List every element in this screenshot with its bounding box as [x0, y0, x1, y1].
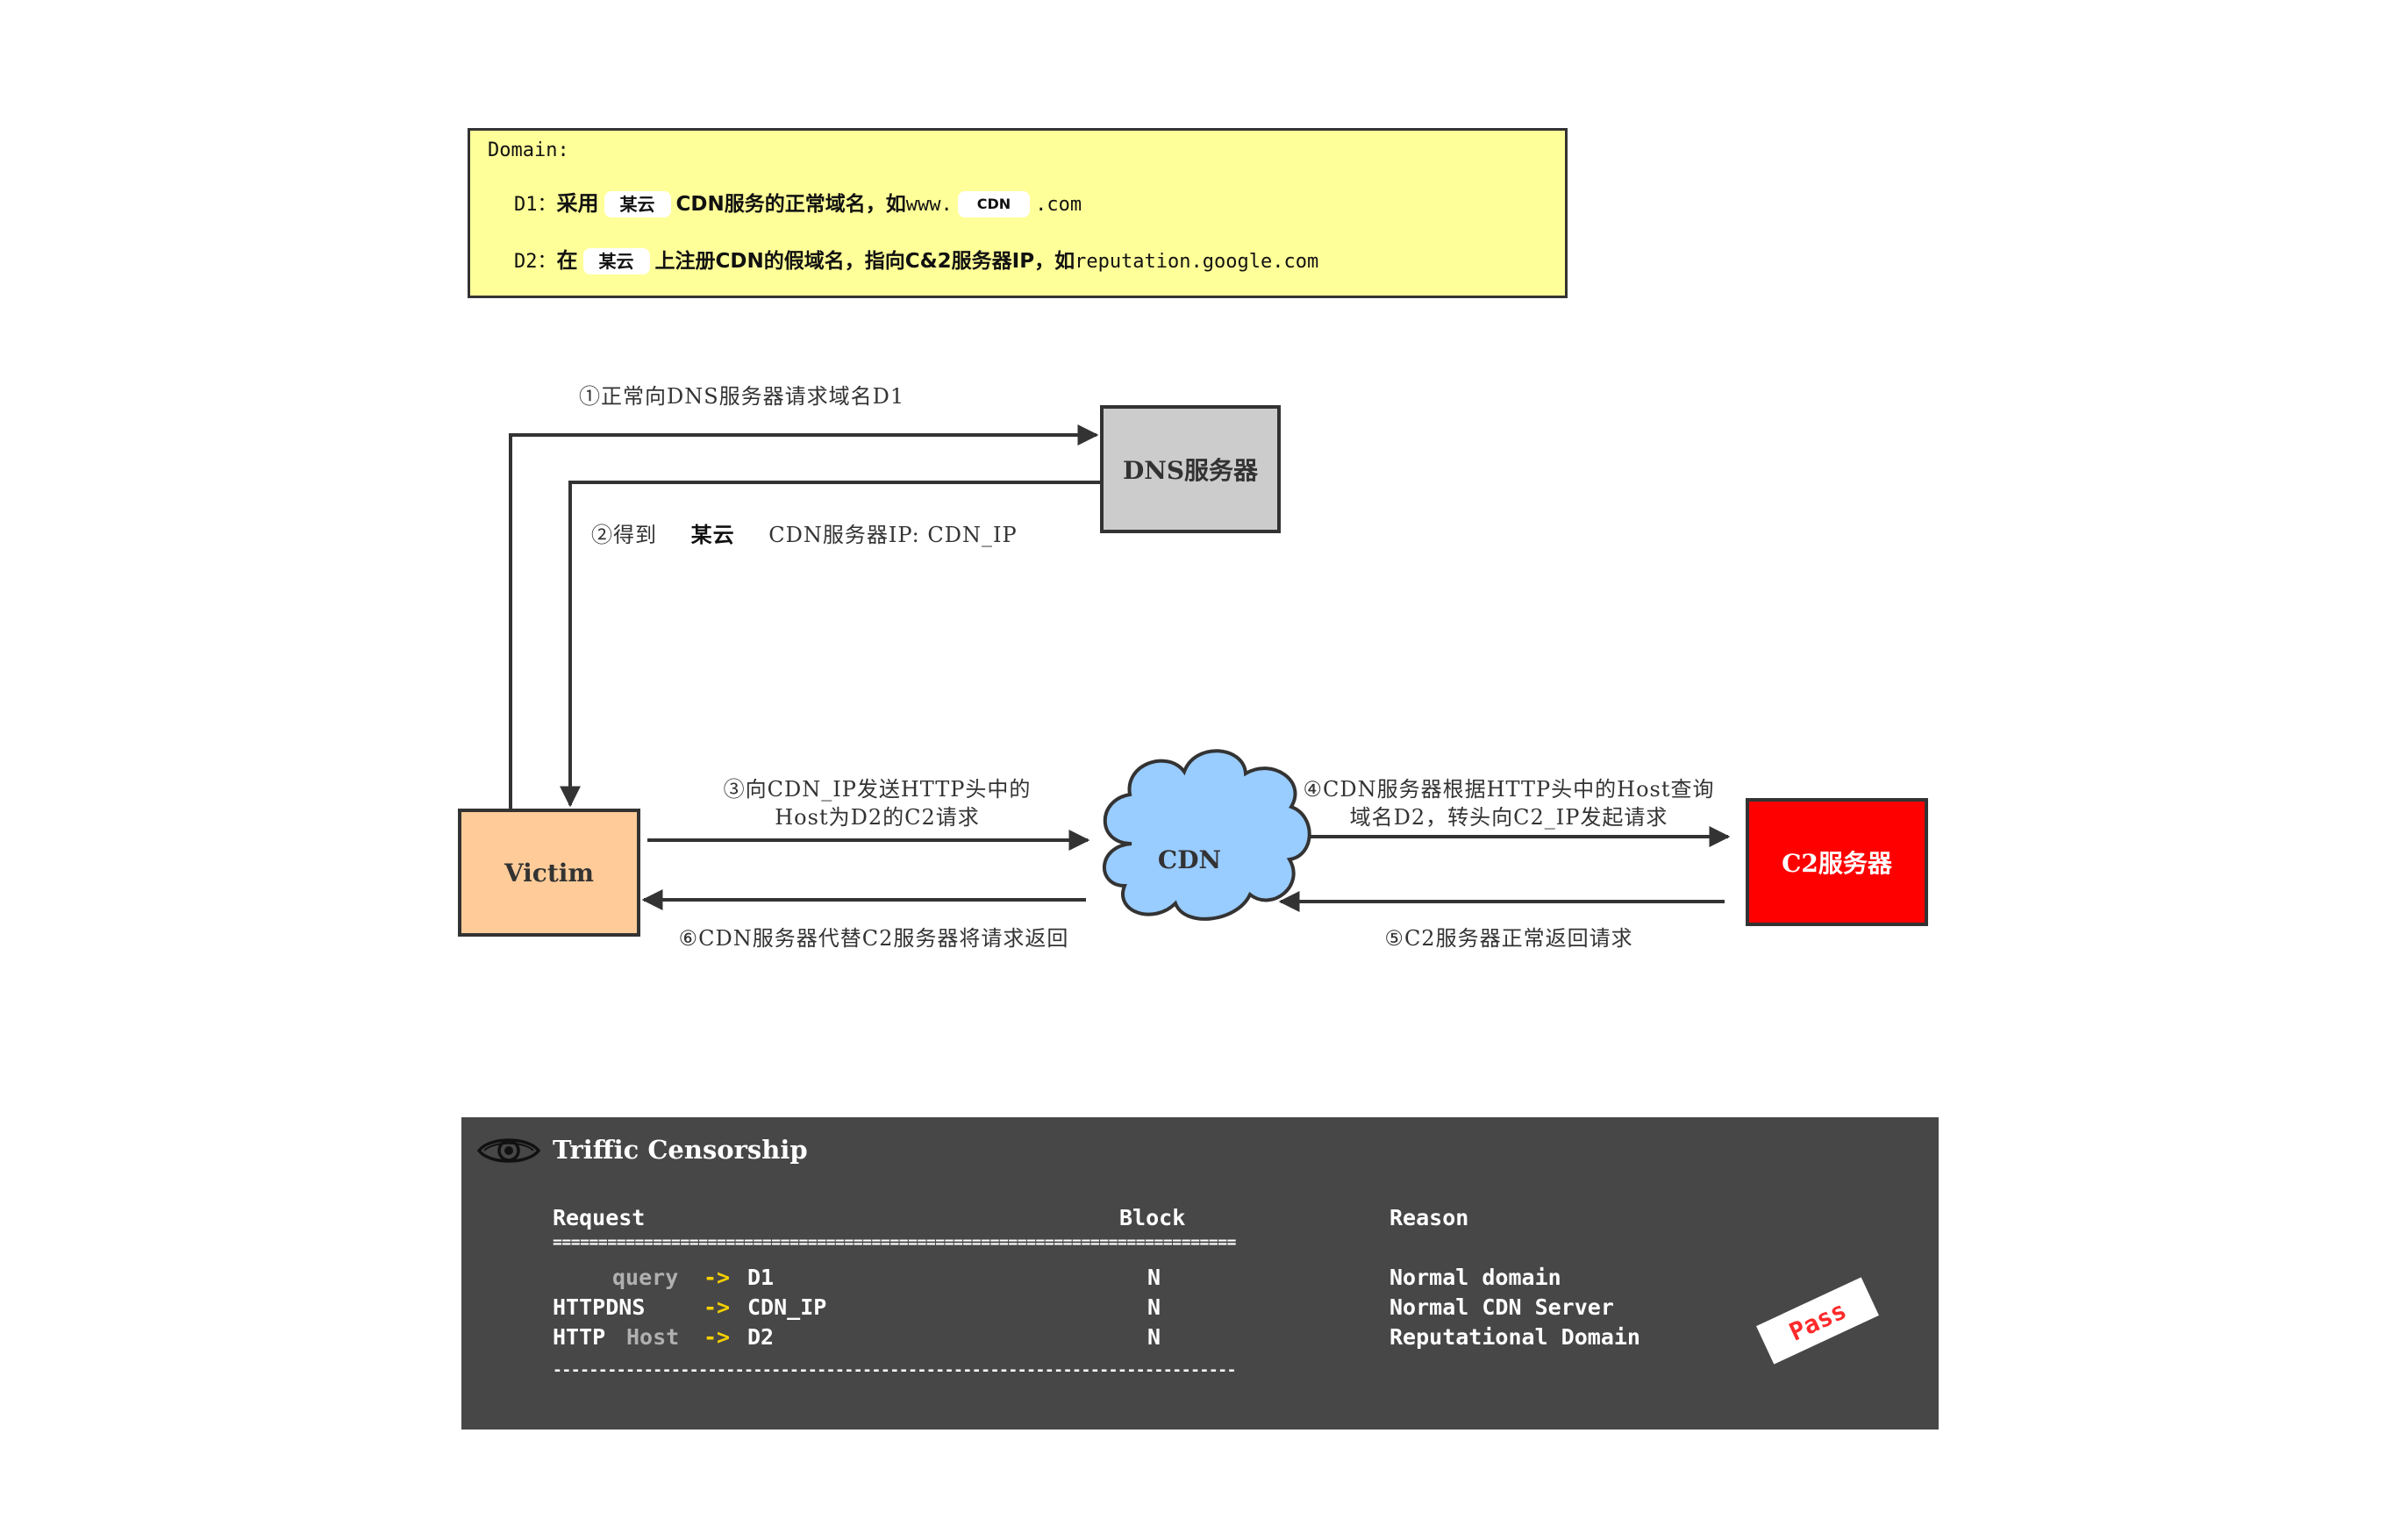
row-2-arrow: ->	[704, 1294, 731, 1320]
dns-server-node: DNS服务器	[1100, 405, 1281, 533]
row-1-kind: query	[612, 1265, 679, 1290]
edge-3-label: ③向CDN_IP发送HTTP头中的 Host为D2的C2请求	[667, 775, 1088, 831]
d2-provider-tag: 某云	[582, 248, 650, 274]
row-3-proto: HTTP	[553, 1324, 606, 1350]
d1-url-tag: CDN	[957, 191, 1031, 217]
d2-prefix: D2：	[514, 251, 557, 273]
eye-icon	[477, 1138, 540, 1163]
separator-top: ========================================…	[553, 1233, 1237, 1251]
row-1-target: D1	[747, 1265, 775, 1290]
edge-2-post: CDN服务器IP: CDN_IP	[768, 523, 1018, 547]
edge-2-label: ②得到 某云 CDN服务器IP: CDN_IP	[591, 517, 1018, 548]
row-3-arrow: ->	[704, 1324, 731, 1350]
edge-4-label: ④CDN服务器根据HTTP头中的Host查询 域名D2，转头向C2_IP发起请求	[1281, 775, 1737, 831]
edge-6-label: ⑥CDN服务器代替C2服务器将请求返回	[678, 926, 1069, 951]
edge-4-line2: 域名D2，转头向C2_IP发起请求	[1349, 805, 1668, 830]
edge-victim-to-dns	[509, 424, 1099, 809]
row-1-reason: Normal domain	[1389, 1265, 1561, 1290]
row-1-block: N	[1147, 1265, 1161, 1290]
d1-part2: CDN服务的正常域名，如	[675, 193, 906, 216]
edge-2-pre: ②得到	[591, 523, 657, 547]
edge-5-label: ⑤C2服务器正常返回请求	[1384, 926, 1633, 951]
row-2-reason: Normal CDN Server	[1389, 1294, 1614, 1320]
d1-provider-tag: 某云	[604, 191, 671, 217]
d2-part2: 上注册CDN的假域名，指向C&2服务器IP，如	[654, 250, 1075, 273]
table-row: DNS	[553, 1263, 645, 1352]
header-block: Block	[1119, 1205, 1186, 1230]
traffic-censorship-panel: Triffic Censorship Request Block Reason …	[461, 1117, 1939, 1429]
edge-2-provider-tag: 某云	[690, 523, 735, 547]
row-2-proto: HTTP	[553, 1294, 606, 1320]
header-reason: Reason	[1389, 1205, 1469, 1230]
row-3-target: D2	[747, 1324, 775, 1350]
d1-part1: 采用	[556, 191, 599, 216]
edge-dns-to-victim	[560, 481, 1100, 808]
domain-title: Domain:	[488, 139, 569, 161]
edge-3-line1: ③向CDN_IP发送HTTP头中的	[723, 777, 1032, 802]
row-3-reason: Reputational Domain	[1389, 1324, 1640, 1350]
row-3-kind: Host	[626, 1324, 680, 1350]
d2-url: reputation.google.com	[1075, 251, 1319, 273]
cdn-cloud	[1102, 749, 1311, 921]
separator-bottom: ----------------------------------------…	[553, 1361, 1237, 1380]
edge-4-line1: ④CDN服务器根据HTTP头中的Host查询	[1303, 777, 1715, 802]
row-2-target: CDN_IP	[747, 1294, 827, 1320]
d2-part1: 在	[556, 248, 578, 273]
edge-1-label: ①正常向DNS服务器请求域名D1	[579, 384, 905, 409]
domain-d2-line: D2：在某云上注册CDN的假域名，指向C&2服务器IP，如reputation.…	[514, 247, 1318, 275]
row-2-block: N	[1147, 1294, 1161, 1320]
d1-url-post: .com	[1035, 194, 1082, 216]
row-1-proto: DNS	[605, 1294, 646, 1320]
edge-3-line2: Host为D2的C2请求	[775, 805, 980, 830]
panel-title: Triffic Censorship	[553, 1135, 808, 1165]
cdn-node-label: CDN	[1157, 845, 1222, 874]
row-1-arrow: ->	[704, 1265, 731, 1290]
d1-prefix: D1：	[514, 194, 557, 216]
victim-node: Victim	[458, 809, 640, 937]
header-request: Request	[553, 1205, 646, 1230]
c2-server-node: C2服务器	[1746, 798, 1928, 926]
row-3-block: N	[1147, 1324, 1161, 1350]
d1-url-pre: www.	[905, 194, 953, 216]
